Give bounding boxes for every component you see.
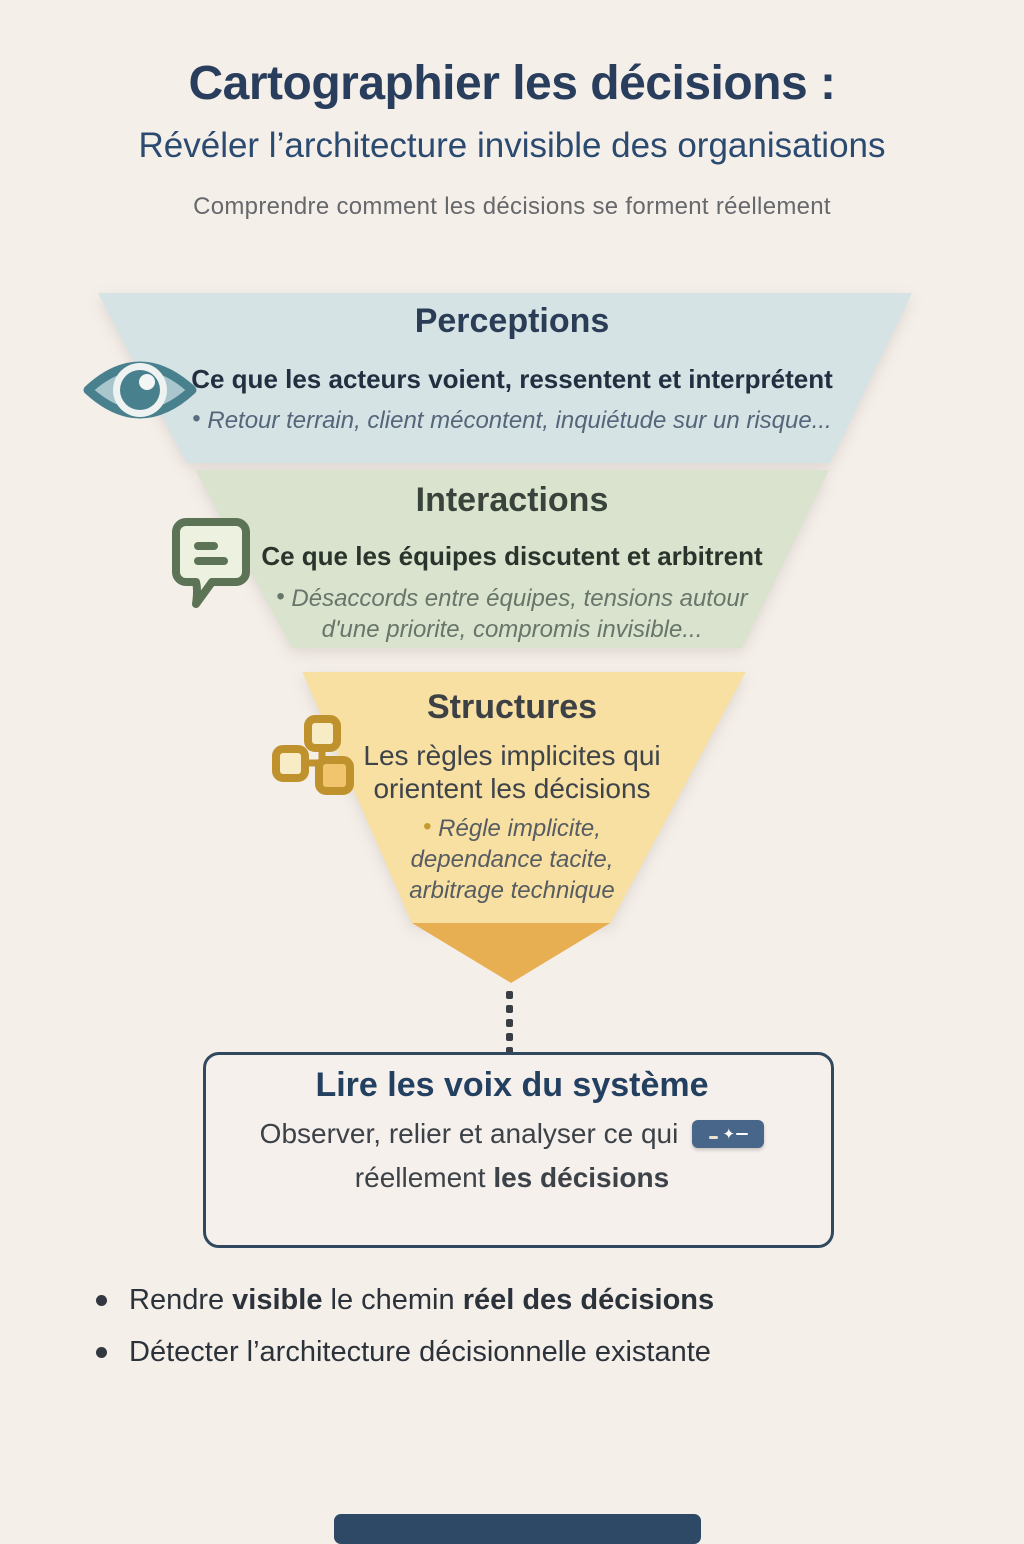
result-box-line2: réellement les décisions: [354, 1162, 670, 1193]
funnel-layer-structures: [293, 672, 755, 924]
org-chart-icon: [270, 711, 360, 801]
speech-bubble-icon: [170, 516, 252, 608]
page-title: Cartographier les décisions :: [188, 57, 836, 110]
bullet-dot: •: [192, 405, 201, 432]
perceptions-title: Perceptions: [414, 302, 610, 340]
bullet-dot: •: [423, 813, 432, 840]
perceptions-example: • Retour terrain, client mécontent, inqu…: [192, 405, 832, 434]
sparkle-badge: ✦: [692, 1120, 765, 1148]
page-subtitle: Révéler l’architecture invisible des org…: [138, 126, 886, 165]
funnel-layer-interactions: [186, 470, 838, 648]
dotted-connector: [506, 991, 513, 1055]
funnel-tip: [412, 923, 610, 983]
result-box-title: Lire les voix du système: [315, 1066, 709, 1104]
result-box: [203, 1052, 834, 1248]
interactions-example: • Désaccords entre équipes, tensions aut…: [276, 583, 748, 643]
page-tagline: Comprendre comment les décisions se form…: [193, 193, 831, 220]
perceptions-description: Ce que les acteurs voient, ressentent et…: [191, 364, 833, 394]
interactions-description: Ce que les équipes discutent et arbitren…: [261, 541, 763, 571]
interactions-title: Interactions: [415, 481, 609, 519]
footer-bullet-2: Détecter l’architecture décisionnelle ex…: [96, 1336, 711, 1369]
footer-bullet-1: Rendre visible le chemin réel des décisi…: [96, 1284, 714, 1317]
bullet-dot: [96, 1347, 107, 1358]
structures-description: Les règles implicites qui orientent les …: [363, 740, 661, 804]
badge-line: [736, 1132, 749, 1136]
bullet-dot: [96, 1295, 107, 1306]
result-box-line1: Observer, relier et analyser ce qui ✦: [0, 1118, 1024, 1150]
structures-title: Structures: [426, 688, 598, 726]
badge-dash: [708, 1135, 718, 1139]
bottom-bar: [334, 1514, 701, 1544]
bullet-dot: •: [276, 583, 285, 610]
structures-example: • Régle implicite, dependance tacite, ar…: [409, 813, 615, 904]
sparkle-icon: ✦: [722, 1125, 736, 1143]
eye-icon: [82, 348, 198, 432]
funnel-layer-perceptions: [88, 293, 922, 463]
